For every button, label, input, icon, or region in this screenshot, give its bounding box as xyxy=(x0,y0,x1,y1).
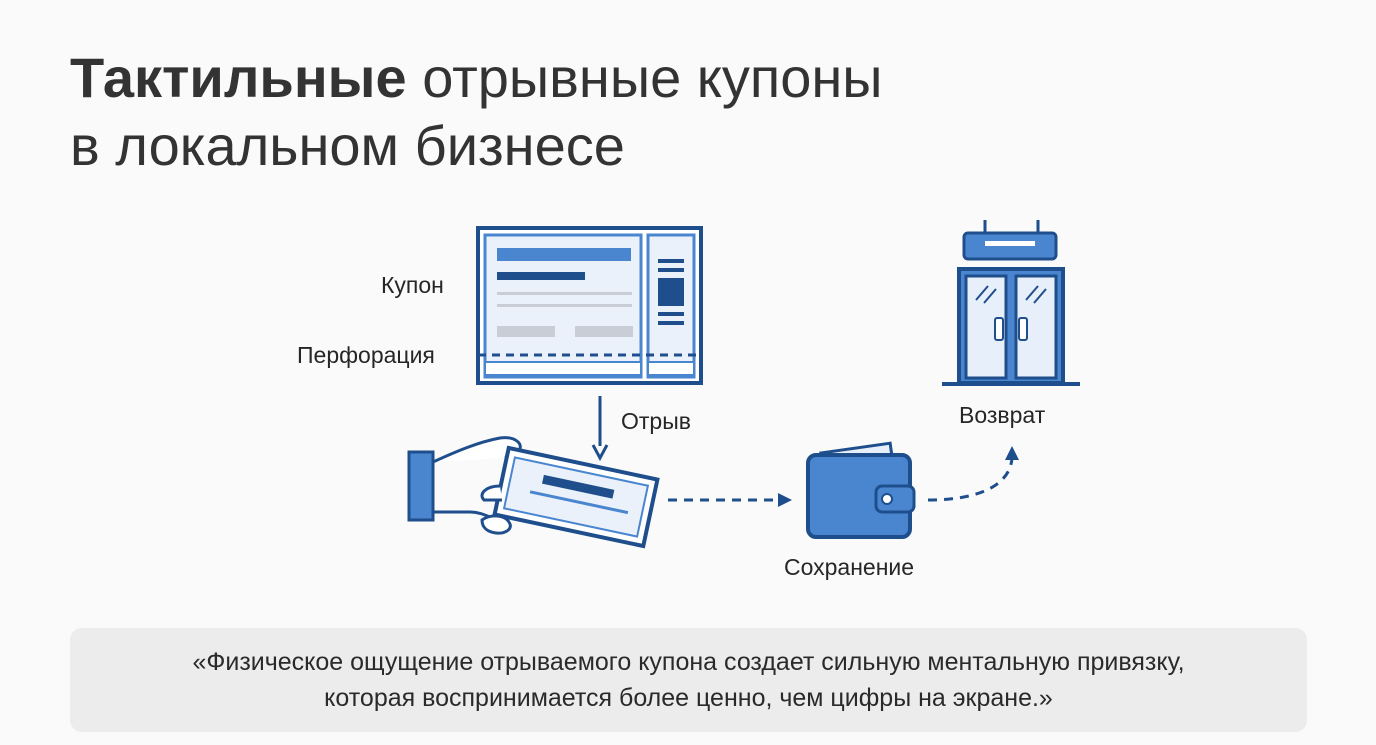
label-tear: Отрыв xyxy=(621,408,691,434)
coupon-icon xyxy=(476,226,703,385)
title-bold: Тактильные xyxy=(70,46,407,109)
wallet-icon xyxy=(806,441,916,539)
dashed-curve-arrow-icon xyxy=(927,446,1019,502)
storefront-icon xyxy=(942,220,1080,386)
title-line2: в локальном бизнесе xyxy=(70,114,625,177)
quote-text: «Физическое ощущение отрываемого купона … xyxy=(99,644,1279,716)
quote-line-2: которая воспринимается более ценно, чем … xyxy=(324,684,1053,712)
label-perforation: Перфорация xyxy=(297,342,435,368)
title-rest: отрывные купоны xyxy=(406,46,883,109)
label-coupon: Купон xyxy=(381,272,444,298)
label-return: Возврат xyxy=(959,402,1046,428)
dashed-arrow-icon xyxy=(668,493,792,507)
label-save: Сохранение xyxy=(784,554,915,580)
arrow-down-icon xyxy=(591,396,609,462)
quote-box: «Физическое ощущение отрываемого купона … xyxy=(70,628,1307,732)
hand-coupon-icon xyxy=(407,436,660,549)
quote-line-1: «Физическое ощущение отрываемого купона … xyxy=(192,648,1185,676)
page-title: Тактильные отрывные купоны в локальном б… xyxy=(70,44,883,180)
